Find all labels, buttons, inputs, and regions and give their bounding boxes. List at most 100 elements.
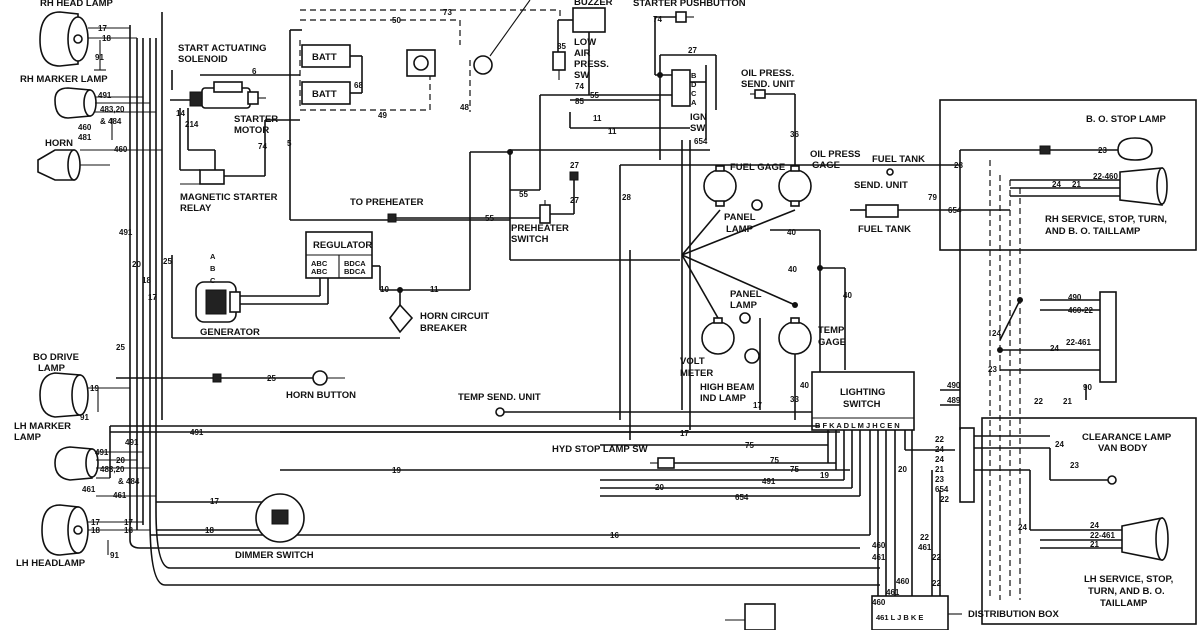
clearance-label-1: CLEARANCE LAMP <box>1082 432 1172 443</box>
svg-text:23: 23 <box>988 365 997 374</box>
svg-text:B: B <box>210 264 216 273</box>
svg-text:17: 17 <box>91 518 100 527</box>
svg-text:18: 18 <box>124 526 133 535</box>
rh-marker-lamp <box>54 87 97 119</box>
svg-text:22: 22 <box>1034 397 1043 406</box>
panel-lamp-label-2: LAMP <box>726 224 754 235</box>
svg-text:50: 50 <box>392 16 401 25</box>
svg-text:654: 654 <box>694 137 708 146</box>
svg-text:16: 16 <box>610 531 619 540</box>
svg-text:90: 90 <box>1083 383 1092 392</box>
rear-wiring <box>850 145 1122 600</box>
svg-text:27: 27 <box>570 196 579 205</box>
svg-text:27: 27 <box>570 161 579 170</box>
svg-text:75: 75 <box>745 441 754 450</box>
panel-lamp-2 <box>739 312 751 324</box>
panel-lamp-label-1: PANEL <box>724 212 756 223</box>
svg-text:491: 491 <box>95 448 109 457</box>
svg-text:22-460: 22-460 <box>1093 172 1118 181</box>
svg-text:24: 24 <box>992 329 1001 338</box>
temp-gage <box>778 317 812 355</box>
svg-text:23: 23 <box>1098 146 1107 155</box>
svg-text:79: 79 <box>928 193 937 202</box>
svg-text:68: 68 <box>354 81 363 90</box>
svg-text:91: 91 <box>110 551 119 560</box>
temp-gage-label-2: GAGE <box>818 337 846 348</box>
preheater-switch <box>539 200 551 224</box>
temp-send-label: TEMP SEND. UNIT <box>458 392 541 403</box>
fuel-tank-label-1: FUEL TANK <box>872 154 925 165</box>
svg-text:491: 491 <box>98 91 112 100</box>
batt-label-1: BATT <box>312 52 337 63</box>
svg-text:461: 461 <box>872 553 886 562</box>
svg-text:D: D <box>691 80 697 89</box>
svg-text:654: 654 <box>948 206 962 215</box>
generator-wiring <box>171 255 470 339</box>
svg-text:18: 18 <box>102 34 111 43</box>
svg-text:C: C <box>691 89 697 98</box>
horn-circuit-breaker <box>389 303 414 334</box>
svg-text:75: 75 <box>790 465 799 474</box>
svg-text:28: 28 <box>954 161 963 170</box>
svg-text:BDCA: BDCA <box>344 259 366 268</box>
horn-cb-label-1: HORN CIRCUIT <box>420 311 489 322</box>
svg-text:460: 460 <box>114 145 128 154</box>
dimmer-switch-label: DIMMER SWITCH <box>235 550 314 561</box>
lh-service-label-3: TAILLAMP <box>1100 598 1148 609</box>
oil-gage-label-1: OIL PRESS <box>810 149 861 160</box>
horn-label: HORN <box>45 138 73 149</box>
clearance-lamp <box>1107 475 1117 485</box>
svg-text:20: 20 <box>655 483 664 492</box>
ign-switch <box>671 69 691 107</box>
oil-press-send-unit <box>750 89 796 166</box>
svg-text:24: 24 <box>1052 180 1061 189</box>
bo-drive-lamp <box>39 372 89 418</box>
wire-numbers: 17 18 91 491 483,20 & 484 460 481 460 6 … <box>78 8 1118 607</box>
svg-text:& 484: & 484 <box>100 117 122 126</box>
lh-service-label-2: TURN, AND B. O. <box>1088 586 1165 597</box>
starter-pushbutton <box>675 11 694 23</box>
svg-text:20: 20 <box>898 465 907 474</box>
svg-text:24: 24 <box>935 445 944 454</box>
panel-lamp2-label-2: LAMP <box>730 300 758 311</box>
svg-text:17: 17 <box>98 24 107 33</box>
lh-service-lamp <box>1121 517 1169 561</box>
svg-text:491: 491 <box>762 477 776 486</box>
svg-text:654: 654 <box>935 485 949 494</box>
preheater-label-2: SWITCH <box>511 234 549 245</box>
panel-lamp-1 <box>751 199 763 211</box>
svg-text:6: 6 <box>252 67 257 76</box>
hyd-stop-label: HYD STOP LAMP SW <box>552 444 648 455</box>
svg-text:491: 491 <box>125 438 139 447</box>
svg-text:C: C <box>210 276 216 285</box>
svg-text:40: 40 <box>787 228 796 237</box>
svg-text:22: 22 <box>940 495 949 504</box>
svg-text:461: 461 <box>918 543 932 552</box>
low-air-label-3: PRESS. <box>574 59 609 70</box>
lh-marker-label-1: LH MARKER <box>14 421 71 432</box>
svg-text:36: 36 <box>790 130 799 139</box>
svg-text:22-461: 22-461 <box>1090 531 1115 540</box>
svg-text:23: 23 <box>935 475 944 484</box>
svg-text:A: A <box>691 98 697 107</box>
svg-text:19: 19 <box>392 466 401 475</box>
svg-text:33: 33 <box>790 395 799 404</box>
svg-text:22: 22 <box>932 579 941 588</box>
svg-text:25: 25 <box>116 343 125 352</box>
svg-text:74: 74 <box>258 142 267 151</box>
dimmer-switch <box>255 493 305 543</box>
svg-text:491: 491 <box>190 428 204 437</box>
horn <box>37 149 81 181</box>
volt-meter <box>701 317 735 355</box>
ign-sw-label-2: SW <box>690 123 705 134</box>
svg-text:75: 75 <box>770 456 779 465</box>
svg-text:48: 48 <box>460 103 469 112</box>
low-air-label-4: SW <box>574 70 589 81</box>
svg-text:73: 73 <box>443 8 452 17</box>
svg-text:481: 481 <box>78 133 92 142</box>
battery-wiring <box>289 9 561 221</box>
svg-text:17: 17 <box>124 518 133 527</box>
temp-send-unit <box>495 407 812 417</box>
rh-marker-lamp-label: RH MARKER LAMP <box>20 74 108 85</box>
